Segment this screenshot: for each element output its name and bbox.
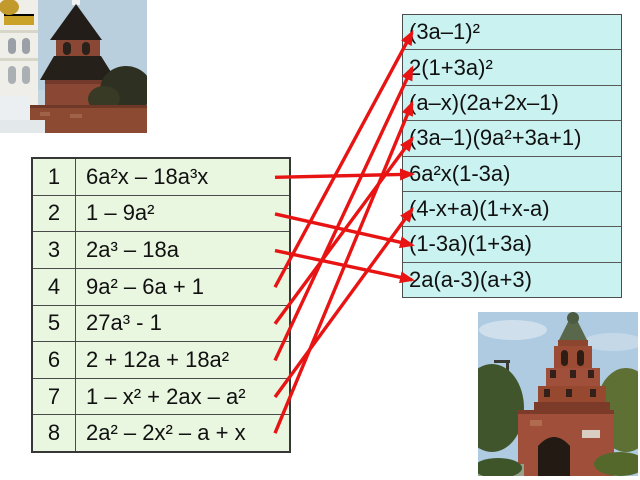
factorizations-table: (3a–1)² 2(1+3a)² (a–x)(2a+2x–1) (3a–1)(9… xyxy=(402,14,622,298)
factorization-text: (3a–1)(9a²+3a+1) xyxy=(409,125,582,151)
table-row: 6a²x(1-3a) xyxy=(403,157,621,192)
table-row: 1 6a²x – 18a³x xyxy=(33,159,289,196)
table-row: 4 9a² – 6a + 1 xyxy=(33,268,289,306)
table-row: 2 1 – 9a² xyxy=(33,195,289,233)
table-row: 5 27a³ - 1 xyxy=(33,305,289,343)
photo-kremlin-gate-tower xyxy=(478,312,638,476)
photo-kremlin-church-and-tower xyxy=(0,0,147,133)
row-number: 6 xyxy=(33,342,76,378)
factorization-text: (a–x)(2a+2x–1) xyxy=(409,89,559,115)
table-row: (3a–1)² xyxy=(403,15,621,51)
table-row: (3a–1)(9a²+3a+1) xyxy=(403,121,621,157)
table-row: 2a(a-3)(a+3) xyxy=(403,263,621,297)
table-row: 3 2a³ – 18a xyxy=(33,232,289,269)
expression-text: 6a²x – 18a³x xyxy=(86,163,209,189)
row-number: 3 xyxy=(33,232,76,268)
row-number: 2 xyxy=(33,195,76,232)
row-number: 1 xyxy=(33,159,76,195)
expression-text: 2a² – 2x² – a + x xyxy=(86,420,246,446)
row-number: 7 xyxy=(33,378,76,415)
table-row: 7 1 – x² + 2ax – a² xyxy=(33,378,289,416)
expression-text: 2 + 12a + 18a² xyxy=(86,346,230,372)
expression-text: 1 – 9a² xyxy=(86,200,155,226)
factorization-text: (1-3a)(1+3a) xyxy=(409,231,532,257)
table-row: 6 2 + 12a + 18a² xyxy=(33,342,289,379)
table-row: (4-x+a)(1+x-a) xyxy=(403,192,621,228)
row-number: 4 xyxy=(33,268,76,305)
expression-text: 27a³ - 1 xyxy=(86,310,162,336)
factorization-text: 2a(a-3)(a+3) xyxy=(409,266,532,292)
row-number: 5 xyxy=(33,305,76,342)
table-row: (1-3a)(1+3a) xyxy=(403,227,621,263)
factorization-text: 6a²x(1-3a) xyxy=(409,160,511,186)
factorization-text: (3a–1)² xyxy=(409,19,480,45)
table-row: 2(1+3a)² xyxy=(403,50,621,86)
expression-text: 1 – x² + 2ax – a² xyxy=(86,383,246,409)
factorization-text: 2(1+3a)² xyxy=(409,54,493,80)
expressions-table: 1 6a²x – 18a³x 2 1 – 9a² 3 2a³ – 18a 4 9… xyxy=(31,157,291,453)
factorization-text: (4-x+a)(1+x-a) xyxy=(409,196,550,222)
row-number: 8 xyxy=(33,415,76,451)
table-row: 8 2a² – 2x² – a + x xyxy=(33,415,289,451)
expression-text: 9a² – 6a + 1 xyxy=(86,273,205,299)
expression-text: 2a³ – 18a xyxy=(86,237,179,263)
table-row: (a–x)(2a+2x–1) xyxy=(403,86,621,122)
